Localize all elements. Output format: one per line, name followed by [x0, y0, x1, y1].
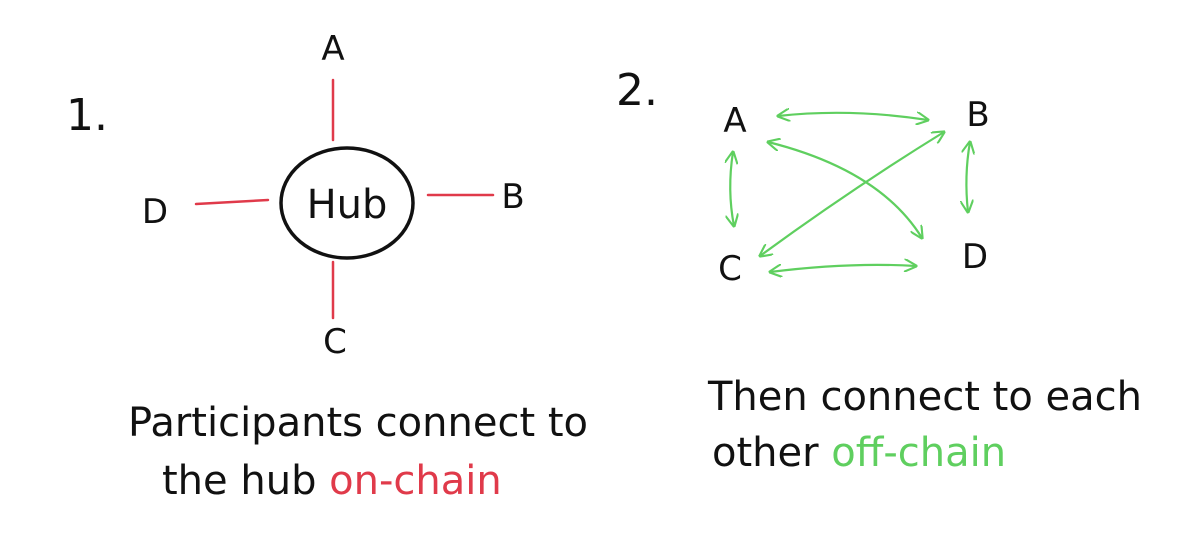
edge-c-b: [760, 132, 944, 256]
hub-circle: [279, 146, 415, 260]
edge-c-d: [770, 265, 916, 272]
diagram-1-number: 1.: [66, 90, 108, 141]
caption-prefix: the hub: [162, 458, 329, 504]
diagram-1: 1. Hub A B C D Participants connect to t…: [66, 29, 588, 504]
diagram-1-caption-line1: Participants connect to: [128, 400, 588, 446]
node-d: D: [962, 237, 988, 277]
diagram-2-number: 2.: [616, 65, 658, 116]
node-c: C: [323, 322, 347, 362]
node-d: D: [142, 192, 168, 232]
diagram-2-caption-line2: other off-chain: [712, 430, 1006, 476]
hub-label: Hub: [307, 182, 388, 228]
edge-b-d: [966, 142, 970, 212]
diagram-2: 2. A B C D Then connect to each other of…: [616, 65, 1142, 476]
node-a: A: [723, 101, 746, 141]
on-chain-highlight: on-chain: [329, 458, 502, 504]
caption-prefix: other: [712, 430, 831, 476]
off-chain-highlight: off-chain: [831, 430, 1006, 476]
edge-a-d: [768, 142, 922, 238]
node-b: B: [966, 95, 989, 135]
edge-a-b: [778, 113, 928, 120]
node-a: A: [321, 29, 344, 69]
diagram-1-caption-line2: the hub on-chain: [162, 458, 502, 504]
diagram-2-caption-line1: Then connect to each: [707, 374, 1142, 420]
node-c: C: [718, 249, 742, 289]
node-b: B: [501, 177, 524, 217]
edge-a-c: [730, 152, 734, 226]
edge-hub-d: [194, 198, 270, 206]
